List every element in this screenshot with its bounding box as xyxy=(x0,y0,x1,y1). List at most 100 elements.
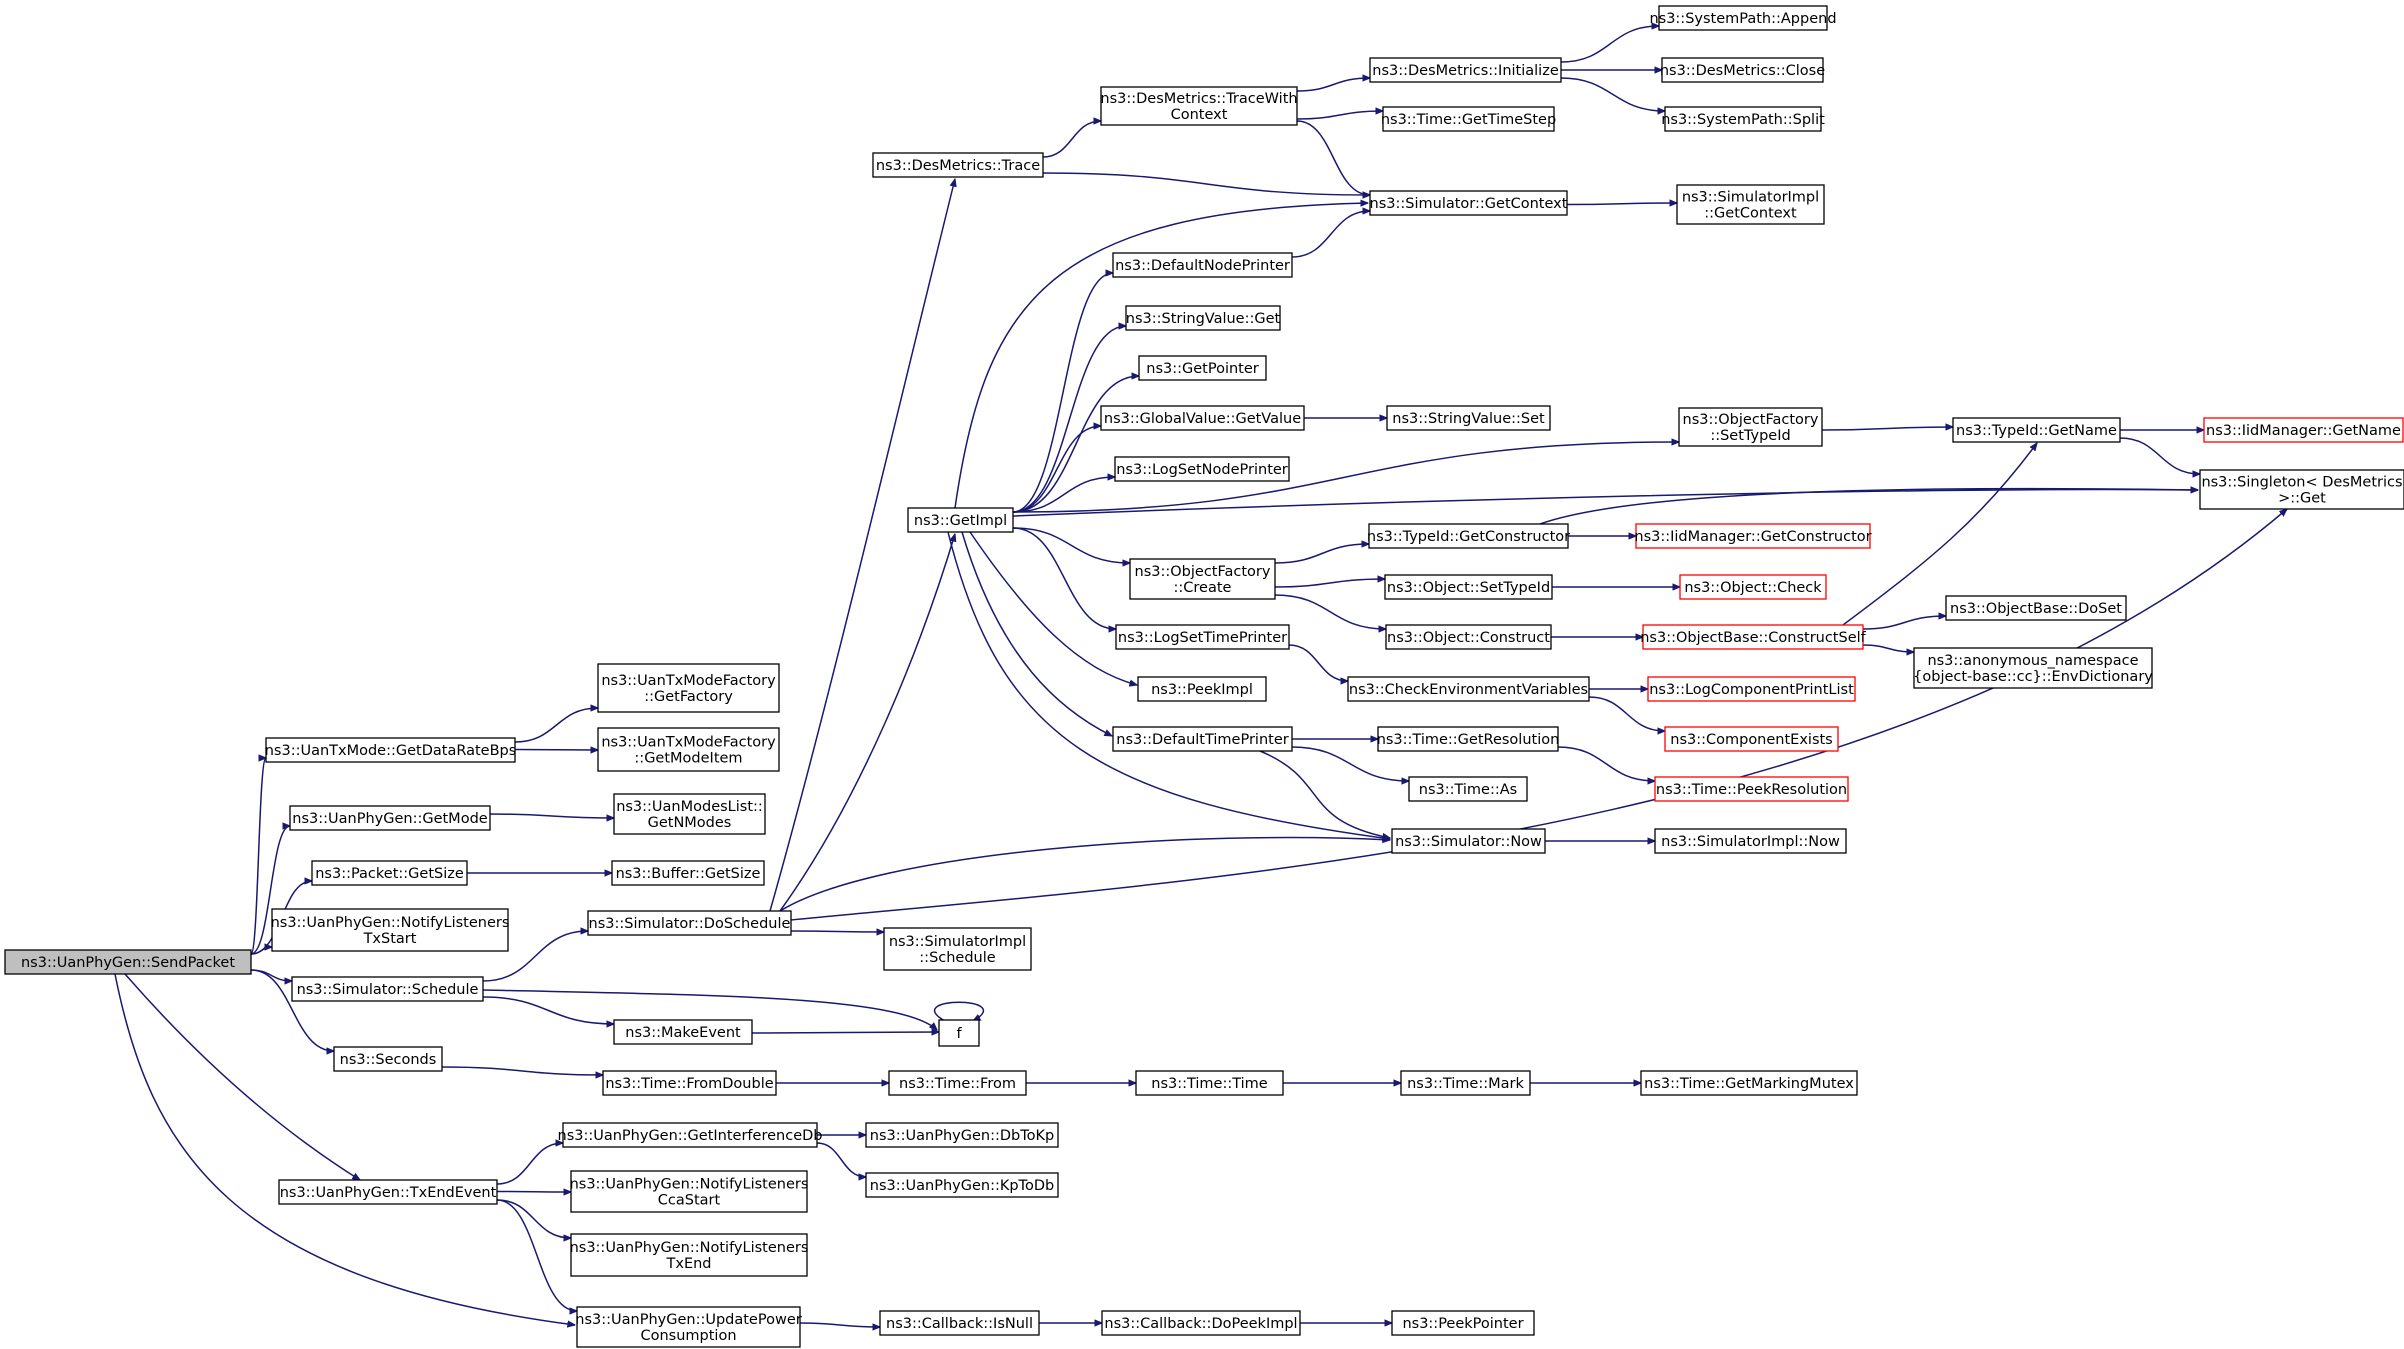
function-node-iidGetName[interactable]: ns3::IidManager::GetName xyxy=(2203,417,2404,443)
call-edge-root-to-getMode xyxy=(250,826,290,955)
function-node-label: ns3::UanModesList:: xyxy=(616,799,763,815)
function-node-box xyxy=(1369,190,1568,216)
function-node-label: Consumption xyxy=(640,1328,736,1344)
function-node-getResolution[interactable]: ns3::Time::GetResolution xyxy=(1377,726,1560,752)
function-node-defaultNodePrinter[interactable]: ns3::DefaultNodePrinter xyxy=(1112,252,1293,278)
function-node-label: ns3::DesMetrics::TraceWith xyxy=(1100,91,1297,107)
function-node-getPointer[interactable]: ns3::GetPointer xyxy=(1138,355,1267,381)
call-edge-desInit-to-sysSplit xyxy=(1560,77,1665,111)
call-edge-txEndEvent-to-notifyTxEnd xyxy=(496,1199,571,1238)
function-node-box xyxy=(1384,574,1553,600)
call-edge-root-to-getDataRate xyxy=(250,758,267,955)
function-node-peekImpl[interactable]: ns3::PeekImpl xyxy=(1137,676,1267,702)
function-node-packetGetSize[interactable]: ns3::Packet::GetSize xyxy=(311,860,468,886)
function-node-kpToDb[interactable]: ns3::UanPhyGen::KpToDb xyxy=(865,1172,1059,1198)
function-node-box xyxy=(1678,407,1823,447)
function-node-timeTime[interactable]: ns3::Time::Time xyxy=(1135,1070,1284,1096)
function-node-label: ns3::MakeEvent xyxy=(625,1025,741,1041)
function-node-singletonGet[interactable]: ns3::Singleton< DesMetrics >::Get xyxy=(2199,469,2404,510)
function-node-stringValueGet[interactable]: ns3::StringValue::Get xyxy=(1125,305,1281,331)
function-node-bufferGetSize[interactable]: ns3::Buffer::GetSize xyxy=(611,860,765,886)
function-node-dbToKp[interactable]: ns3::UanPhyGen::DbToKp xyxy=(865,1122,1059,1148)
function-node-label: ns3::IidManager::GetName xyxy=(2206,423,2401,439)
call-edge-doSchedule-to-implSchedule xyxy=(790,931,884,932)
function-node-getContext[interactable]: ns3::Simulator::GetContext xyxy=(1369,190,1568,216)
function-node-logCompPrintList[interactable]: ns3::LogComponentPrintList xyxy=(1647,676,1856,702)
function-node-componentExists[interactable]: ns3::ComponentExists xyxy=(1664,726,1839,752)
function-node-sysAppend[interactable]: ns3::SystemPath::Append xyxy=(1649,5,1837,31)
function-node-implNow[interactable]: ns3::SimulatorImpl::Now xyxy=(1654,828,1847,854)
function-node-globalGetValue[interactable]: ns3::GlobalValue::GetValue xyxy=(1100,405,1305,431)
function-node-peekPointer[interactable]: ns3::PeekPointer xyxy=(1391,1310,1535,1336)
function-node-stringValueSet[interactable]: ns3::StringValue::Set xyxy=(1386,405,1551,431)
function-node-box xyxy=(1664,106,1822,132)
function-node-label: ns3::DesMetrics::Trace xyxy=(876,158,1040,174)
function-node-typeIdGetName[interactable]: ns3::TypeId::GetName xyxy=(1952,417,2121,443)
function-node-peekResolution[interactable]: ns3::Time::PeekResolution xyxy=(1654,776,1849,802)
function-node-doSet[interactable]: ns3::ObjectBase::DoSet xyxy=(1945,595,2127,621)
function-node-seconds[interactable]: ns3::Seconds xyxy=(333,1046,443,1072)
function-node-timeAs[interactable]: ns3::Time::As xyxy=(1408,776,1528,802)
function-node-box xyxy=(576,1306,801,1348)
function-node-isNull[interactable]: ns3::Callback::IsNull xyxy=(879,1310,1040,1336)
function-node-box xyxy=(587,910,792,936)
function-node-schedule[interactable]: ns3::Simulator::Schedule xyxy=(291,976,484,1002)
function-node-getTimeStep[interactable]: ns3::Time::GetTimeStep xyxy=(1381,106,1556,132)
function-node-label: ns3::GetImpl xyxy=(914,513,1007,529)
function-node-objConstruct[interactable]: ns3::Object::Construct xyxy=(1385,624,1552,650)
function-node-root[interactable]: ns3::UanPhyGen::SendPacket xyxy=(4,949,252,975)
function-node-box xyxy=(1391,828,1546,854)
function-node-doSchedule[interactable]: ns3::Simulator::DoSchedule xyxy=(587,910,792,936)
function-node-iidGetCtor[interactable]: ns3::IidManager::GetConstructor xyxy=(1634,523,1872,549)
function-node-label: ns3::LogSetTimePrinter xyxy=(1118,630,1287,646)
function-node-timeFrom[interactable]: ns3::Time::From xyxy=(888,1070,1027,1096)
function-node-label: ::Schedule xyxy=(919,950,995,966)
function-node-desClose[interactable]: ns3::DesMetrics::Close xyxy=(1660,57,1825,83)
function-node-timeMark[interactable]: ns3::Time::Mark xyxy=(1400,1070,1531,1096)
function-node-logSetTimePrinter[interactable]: ns3::LogSetTimePrinter xyxy=(1115,624,1290,650)
function-node-getMode[interactable]: ns3::UanPhyGen::GetMode xyxy=(289,805,491,831)
function-node-ofCreate[interactable]: ns3::ObjectFactory::Create xyxy=(1129,558,1276,600)
function-node-getDataRate[interactable]: ns3::UanTxMode::GetDataRateBps xyxy=(265,737,517,763)
function-node-label: ns3::UanPhyGen::NotifyListeners xyxy=(271,915,510,931)
function-node-getInterf[interactable]: ns3::UanPhyGen::GetInterferenceDb xyxy=(558,1122,823,1148)
function-node-implSchedule[interactable]: ns3::SimulatorImpl::Schedule xyxy=(883,927,1032,971)
function-node-logSetNodePrinter[interactable]: ns3::LogSetNodePrinter xyxy=(1114,456,1290,482)
function-node-getModeItem[interactable]: ns3::UanTxModeFactory::GetModeItem xyxy=(597,727,780,772)
function-node-ofSetTypeId[interactable]: ns3::ObjectFactory::SetTypeId xyxy=(1678,407,1823,447)
function-node-txEndEvent[interactable]: ns3::UanPhyGen::TxEndEvent xyxy=(278,1179,498,1205)
function-node-label: ns3::Time::GetTimeStep xyxy=(1381,112,1556,128)
function-node-makeEvent[interactable]: ns3::MakeEvent xyxy=(613,1019,753,1045)
function-node-label: ns3::Singleton< DesMetrics xyxy=(2201,475,2402,491)
function-node-f[interactable]: f xyxy=(938,1019,980,1047)
function-node-simNow[interactable]: ns3::Simulator::Now xyxy=(1391,828,1546,854)
function-node-getNModes[interactable]: ns3::UanModesList::GetNModes xyxy=(613,793,766,835)
function-node-typeIdGetCtor[interactable]: ns3::TypeId::GetConstructor xyxy=(1367,523,1570,549)
function-node-box xyxy=(1642,624,1864,650)
function-node-checkEnv[interactable]: ns3::CheckEnvironmentVariables xyxy=(1347,676,1590,702)
function-node-envDict[interactable]: ns3::anonymous_namespace{object-base::cc… xyxy=(1913,647,2153,689)
function-node-constructSelf[interactable]: ns3::ObjectBase::ConstructSelf xyxy=(1640,624,1867,650)
function-node-objSetTypeId[interactable]: ns3::Object::SetTypeId xyxy=(1384,574,1553,600)
function-node-label: ::GetFactory xyxy=(644,689,733,705)
function-node-objCheck[interactable]: ns3::Object::Check xyxy=(1679,574,1827,600)
function-node-doPeekImpl[interactable]: ns3::Callback::DoPeekImpl xyxy=(1101,1310,1301,1336)
function-node-fromDouble[interactable]: ns3::Time::FromDouble xyxy=(602,1070,777,1096)
function-node-getImpl[interactable]: ns3::GetImpl xyxy=(907,507,1014,533)
call-edge-traceWithCtx-to-getContext xyxy=(1296,120,1370,195)
function-node-markingMutex[interactable]: ns3::Time::GetMarkingMutex xyxy=(1640,1070,1858,1096)
function-node-implGetContext[interactable]: ns3::SimulatorImpl::GetContext xyxy=(1676,184,1825,225)
function-node-sysSplit[interactable]: ns3::SystemPath::Split xyxy=(1661,106,1825,132)
function-node-defaultTimePrinter[interactable]: ns3::DefaultTimePrinter xyxy=(1112,726,1293,752)
function-node-label: ns3::UanPhyGen::GetMode xyxy=(292,811,487,827)
function-node-label: ns3::SimulatorImpl::Now xyxy=(1661,834,1840,850)
function-node-getFactory[interactable]: ns3::UanTxModeFactory::GetFactory xyxy=(597,663,780,713)
function-node-desInit[interactable]: ns3::DesMetrics::Initialize xyxy=(1369,57,1562,83)
call-edge-typeIdGetCtor-to-singletonGet xyxy=(1539,489,2198,525)
function-node-desTrace[interactable]: ns3::DesMetrics::Trace xyxy=(872,152,1044,178)
